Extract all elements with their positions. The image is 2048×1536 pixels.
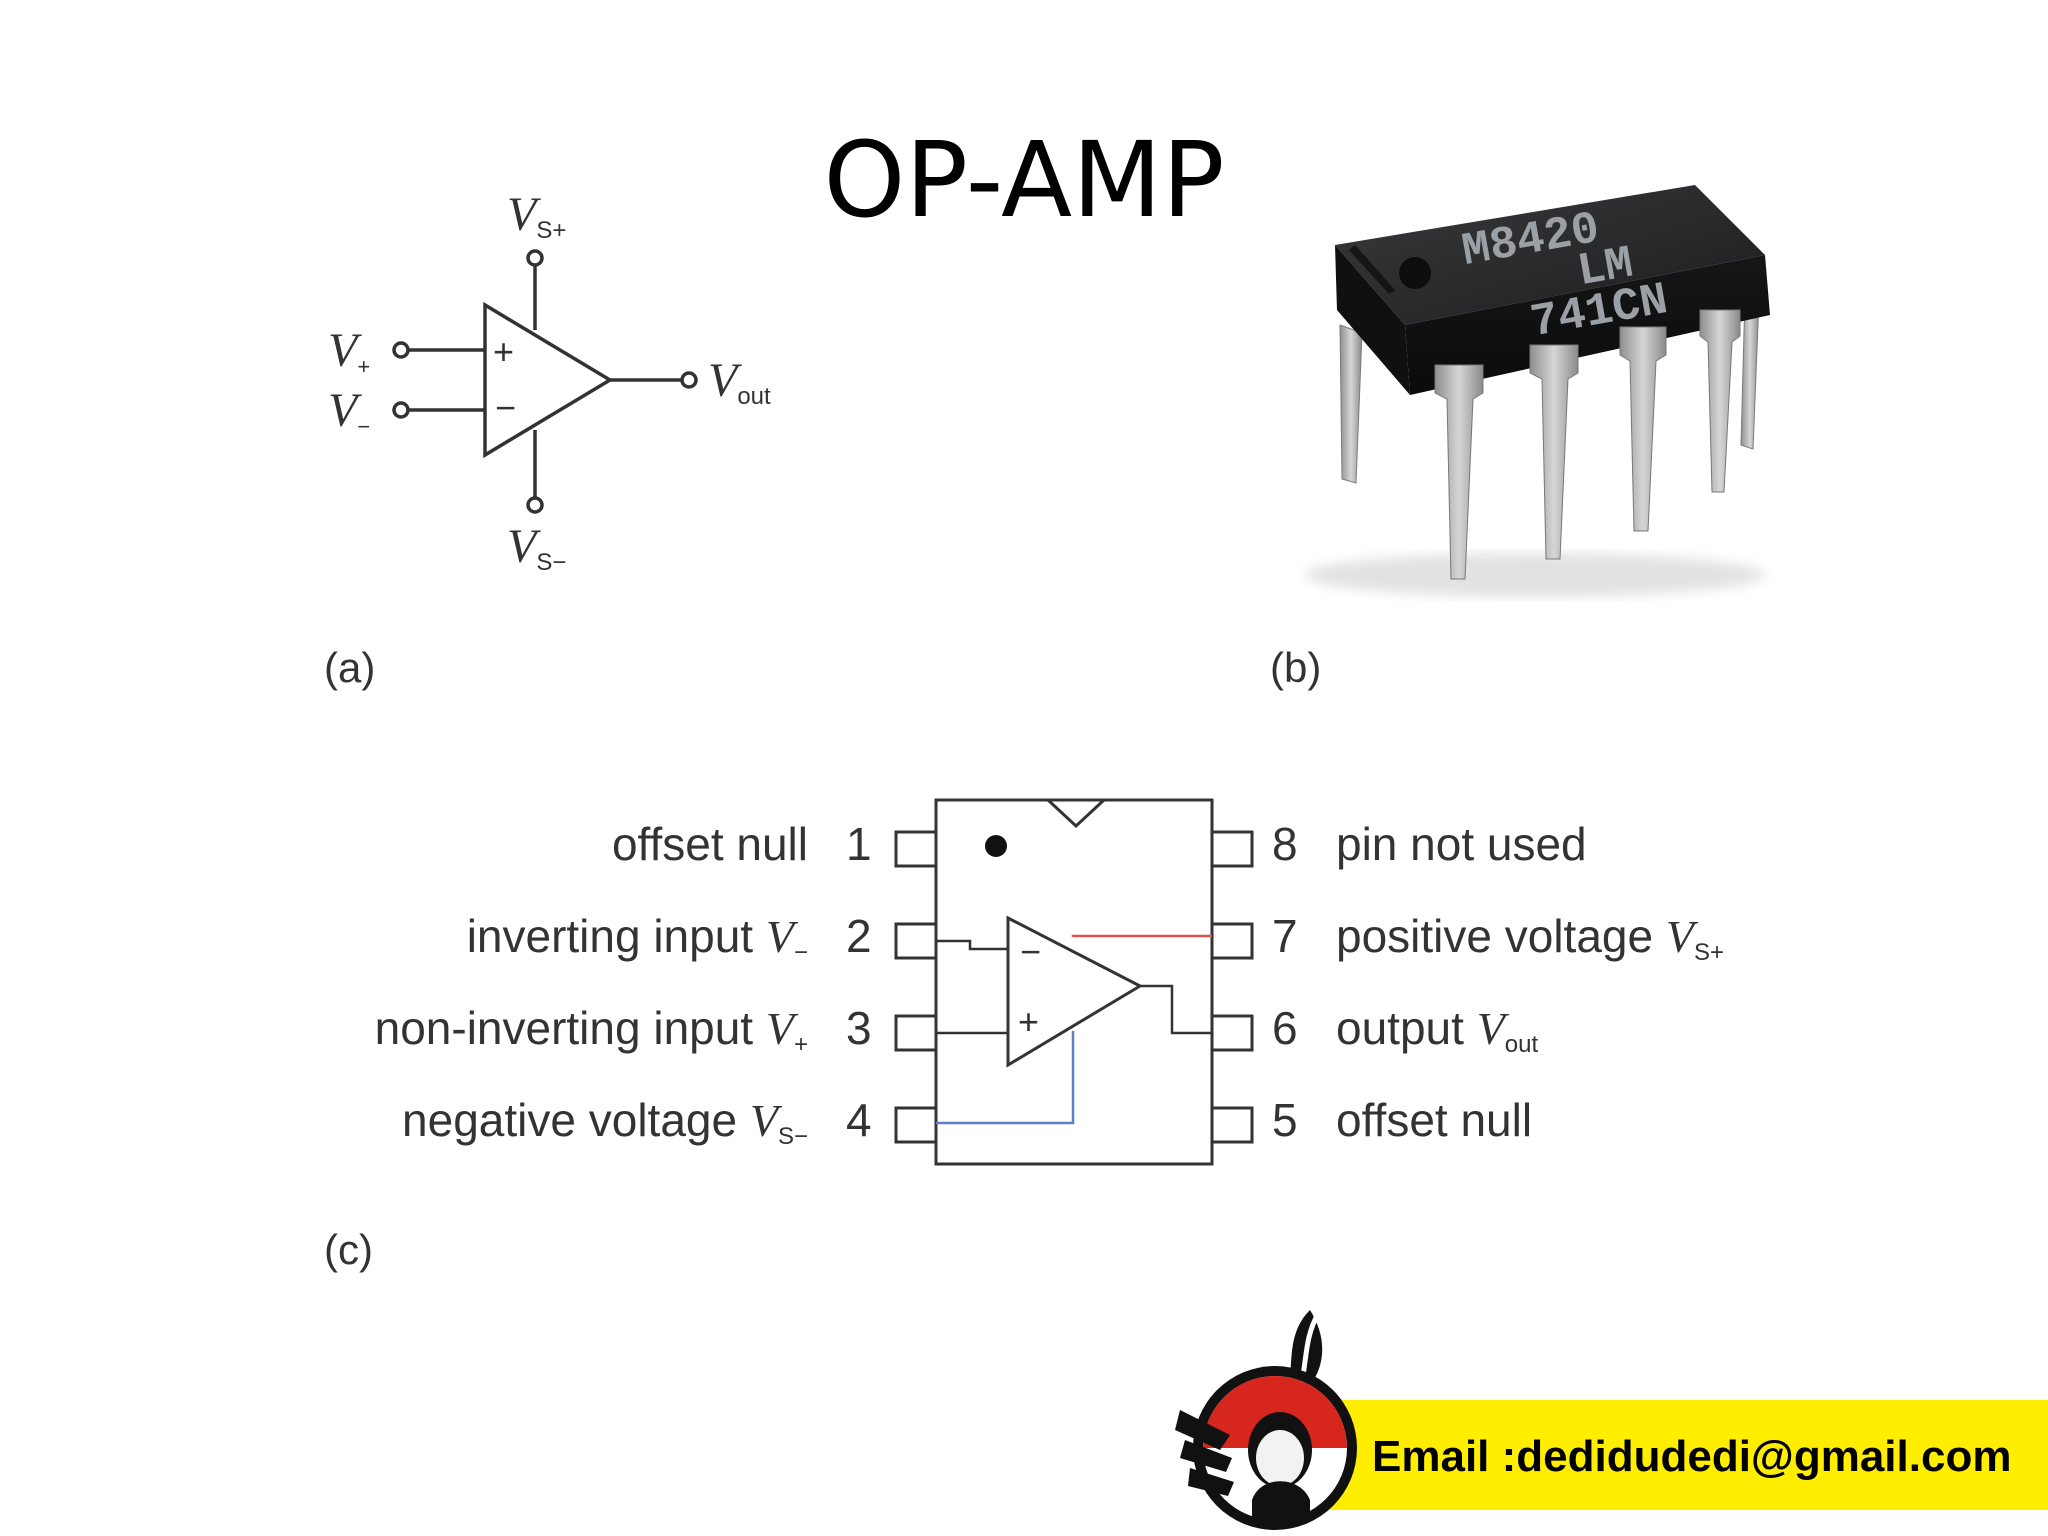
- pinout-left-numbers: 1 2 3 4: [846, 818, 872, 1146]
- pin-stub-6: [1210, 1014, 1254, 1052]
- pin-number-5: 5: [1272, 1094, 1298, 1146]
- pin-stub-8: [1210, 830, 1254, 868]
- label-input-neg: V−: [328, 384, 370, 439]
- pin-label-2: inverting input V−: [467, 910, 808, 966]
- chip-photo: M8420 LM 741CN: [1305, 185, 1770, 597]
- symbol-plus-sign: +: [493, 331, 514, 372]
- pin-label-3: non-inverting input V+: [375, 1002, 808, 1058]
- pinout-right-labels: pin not used positive voltage VS+ output…: [1336, 818, 1724, 1146]
- caption-b-wrap: (b): [1270, 644, 1321, 691]
- pinout-right-numbers: 8 7 6 5: [1272, 818, 1298, 1146]
- opamp-symbol-diagram: + − VS+ VS− V+ V− Vout (a): [324, 188, 771, 691]
- label-supply-pos: VS+: [507, 188, 566, 244]
- symbol-minus-sign: −: [495, 387, 516, 428]
- chip-leg: [1619, 326, 1667, 532]
- pin-stub-4: [894, 1106, 938, 1144]
- caption-c: (c): [324, 1226, 373, 1273]
- pinout-diagram: offset null inverting input V− non-inver…: [324, 798, 1724, 1273]
- opamp-triangle: [483, 301, 614, 459]
- pin-stub-2: [894, 922, 938, 960]
- ic-plus-sign: +: [1018, 1001, 1039, 1042]
- pin-stub-3: [894, 1014, 938, 1052]
- input-neg-terminal: [392, 401, 410, 419]
- pin-label-8: pin not used: [1336, 818, 1587, 870]
- label-output: Vout: [708, 354, 771, 410]
- pin-label-7: positive voltage VS+: [1336, 910, 1724, 966]
- pin-number-8: 8: [1272, 818, 1298, 870]
- email-banner: [1330, 1400, 2048, 1510]
- caption-a: (a): [324, 644, 375, 691]
- chip-leg: [1529, 344, 1579, 560]
- pin-number-7: 7: [1272, 910, 1298, 962]
- chip-marking-line2: LM: [1574, 238, 1637, 299]
- pin-number-2: 2: [846, 910, 872, 962]
- caption-b: (b): [1270, 644, 1321, 691]
- ic-notch: [1046, 798, 1106, 829]
- label-supply-neg: VS−: [507, 520, 566, 576]
- pin-label-4: negative voltage VS−: [402, 1094, 808, 1150]
- label-input-pos: V+: [328, 324, 370, 379]
- email-text[interactable]: Email :dedidudedi@gmail.com: [1372, 1432, 2012, 1481]
- pin-stub-1: [894, 830, 938, 868]
- pin-number-3: 3: [846, 1002, 872, 1054]
- pin-number-4: 4: [846, 1094, 872, 1146]
- ic-pin1-dot: [985, 835, 1007, 857]
- pin-label-6: output Vout: [1336, 1002, 1538, 1058]
- chip-leg: [1699, 309, 1741, 493]
- supply-neg-terminal: [526, 496, 544, 514]
- slide-title: OP-AMP: [823, 119, 1225, 241]
- pin-stub-5: [1210, 1106, 1254, 1144]
- ic-opamp-triangle: [1006, 915, 1144, 1068]
- wire-vs-negative: [936, 1031, 1075, 1125]
- chip-body-top: [1335, 185, 1765, 325]
- chip-body-front: [1405, 255, 1770, 395]
- pin-stub-7: [1210, 922, 1254, 960]
- input-pos-terminal: [392, 341, 410, 359]
- author-logo: [1175, 1310, 1357, 1530]
- supply-pos-terminal: [526, 249, 544, 267]
- wire-vs-positive: [1071, 934, 1212, 938]
- chip-leg: [1434, 364, 1484, 580]
- pin-label-1: offset null: [612, 818, 808, 870]
- chip-pin1-dot: [1399, 257, 1431, 289]
- pinout-left-labels: offset null inverting input V− non-inver…: [375, 818, 808, 1150]
- pin-number-6: 6: [1272, 1002, 1298, 1054]
- ic-minus-sign: −: [1020, 931, 1041, 972]
- pin-number-1: 1: [846, 818, 872, 870]
- output-terminal: [680, 371, 698, 389]
- pin-label-5: offset null: [1336, 1094, 1532, 1146]
